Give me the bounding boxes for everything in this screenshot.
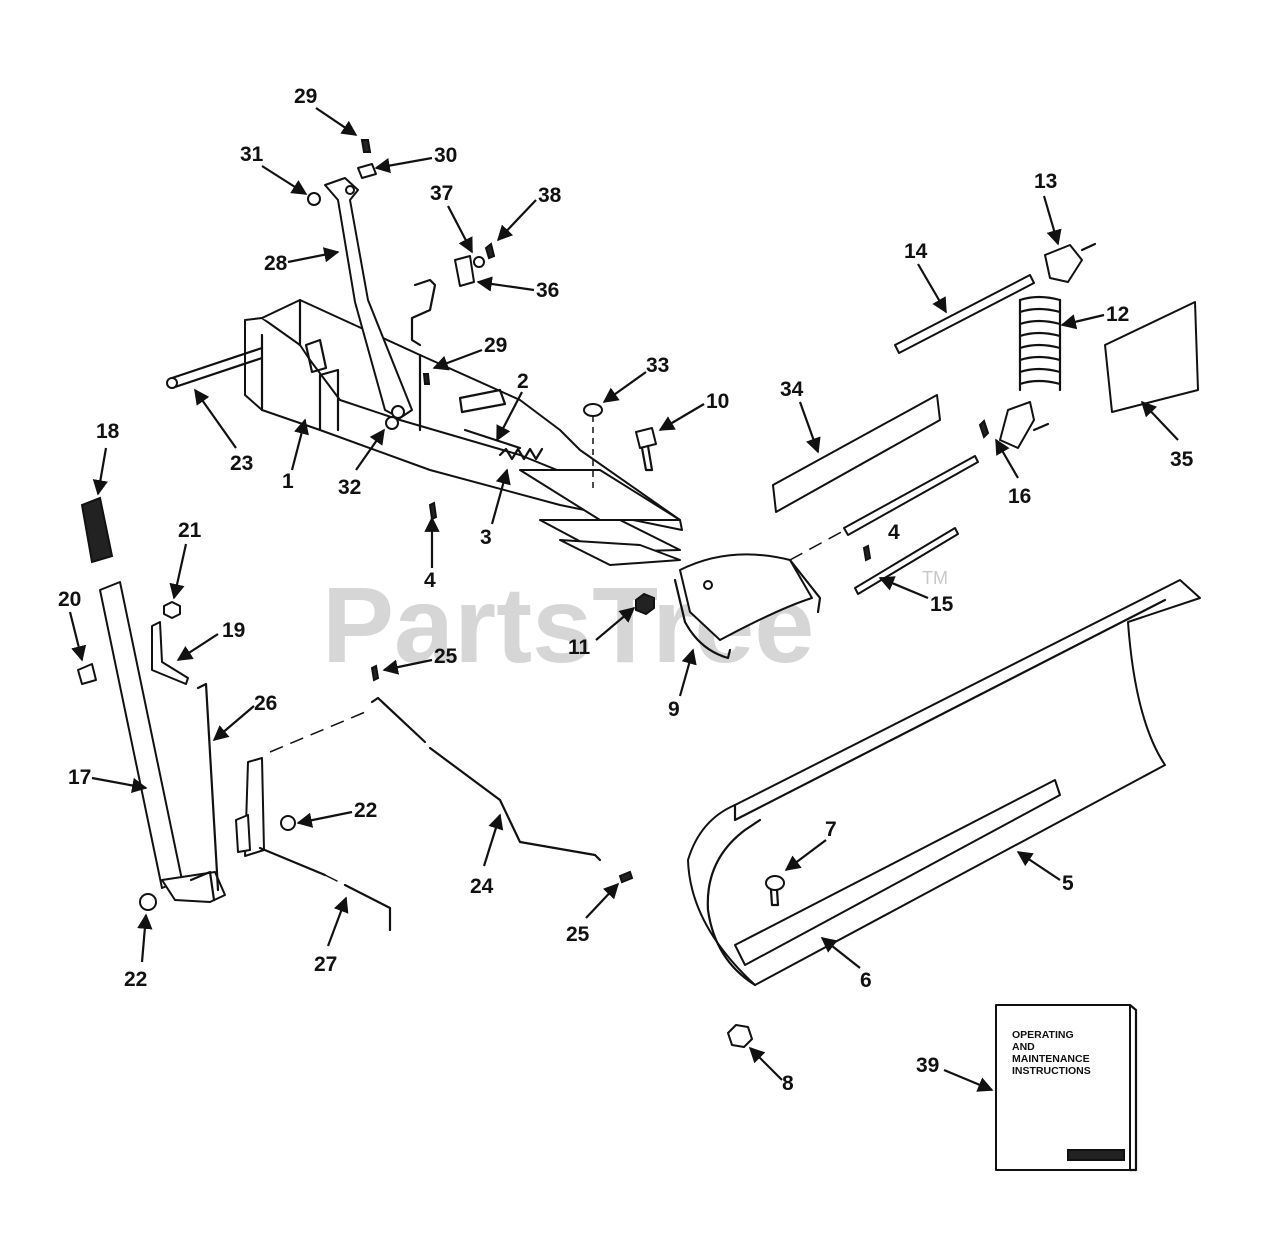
bracket-assembly: [189, 757, 265, 902]
cotter-pin-25a: [370, 664, 380, 682]
spring-12: [1018, 295, 1062, 392]
washer-22a: [280, 815, 296, 831]
callout-39: 39: [916, 1054, 939, 1077]
manual-line-1: OPERATING: [1012, 1029, 1074, 1041]
callout-13: 13: [1034, 170, 1057, 193]
callout-10: 10: [706, 390, 729, 413]
callout-38: 38: [538, 184, 562, 207]
callout-24: 24: [470, 875, 494, 898]
decal-35: [1104, 301, 1199, 413]
rod-26: [196, 682, 220, 892]
callout-31: 31: [240, 143, 264, 166]
callout-14: 14: [904, 240, 928, 263]
nut-21: [163, 601, 181, 619]
nut-8: [727, 1024, 753, 1048]
cotter-pin-25b: [618, 870, 634, 884]
bolt-10: [635, 427, 657, 472]
bolt-20: [77, 663, 97, 685]
nut-11: [635, 592, 655, 616]
callout-18: 18: [96, 420, 120, 443]
cotter-pin-4: [428, 501, 438, 521]
callout-33: 33: [646, 354, 669, 377]
callouts: 1 2 3 4 4 5 6 7 8 9 10 11 12: [58, 85, 1194, 1095]
latch-19: [151, 621, 189, 685]
cotter-pin-29b: [422, 373, 431, 385]
callout-16: 16: [1008, 485, 1031, 508]
callout-11: 11: [568, 636, 591, 659]
callout-4a: 4: [424, 569, 436, 592]
watermark: PartsTree TM: [322, 564, 948, 685]
rod-27: [258, 846, 392, 932]
callout-23: 23: [230, 452, 253, 475]
washer-32: [385, 416, 399, 430]
callout-1: 1: [282, 470, 294, 493]
manual-line-4: INSTRUCTIONS: [1012, 1065, 1091, 1077]
callout-3: 3: [480, 526, 492, 549]
callout-26: 26: [254, 692, 277, 715]
callout-32: 32: [338, 476, 361, 499]
callout-35: 35: [1170, 448, 1194, 471]
rod-24: [269, 696, 602, 862]
carriage-bolt-7: [765, 875, 785, 907]
callout-27: 27: [314, 953, 337, 976]
callout-30: 30: [434, 144, 457, 167]
callout-22b: 22: [124, 968, 147, 991]
watermark-tm: TM: [922, 568, 948, 588]
control-lever-17: [99, 581, 226, 903]
lift-lever: [324, 177, 413, 419]
clevis-pin-30: [357, 163, 377, 179]
callout-4b: 4: [888, 521, 900, 544]
callout-8: 8: [782, 1072, 794, 1095]
swivel-13: [1044, 244, 1083, 283]
washer-22b: [139, 893, 157, 911]
callout-15: 15: [930, 593, 954, 616]
callout-21: 21: [178, 519, 202, 542]
callout-22a: 22: [354, 799, 377, 822]
callout-37: 37: [430, 182, 453, 205]
callout-36: 36: [536, 279, 559, 302]
callout-2: 2: [517, 370, 529, 393]
decal-34: [772, 394, 941, 513]
callout-34: 34: [780, 378, 804, 401]
cutting-edge-6: [734, 779, 1061, 966]
callout-12: 12: [1106, 303, 1129, 326]
rod-14: [894, 274, 1035, 354]
a-frame: [166, 278, 683, 566]
grip-18: [80, 496, 114, 564]
swivel-16: [999, 401, 1035, 449]
callout-6: 6: [860, 969, 872, 992]
callout-19: 19: [222, 619, 245, 642]
cap-33: [583, 403, 603, 417]
callout-28: 28: [264, 252, 288, 275]
callout-5: 5: [1062, 872, 1074, 895]
callout-29a: 29: [294, 85, 317, 108]
operating-manual: OPERATING AND MAINTENANCE INSTRUCTIONS: [995, 1003, 1138, 1172]
callout-25b: 25: [566, 923, 590, 946]
callout-9: 9: [668, 698, 680, 721]
cotter-pin-29: [360, 139, 372, 153]
blade-5: [687, 579, 1201, 987]
callout-17: 17: [68, 766, 91, 789]
spring-3: [463, 428, 544, 461]
callout-25a: 25: [434, 645, 458, 668]
push-frame-9: [673, 553, 822, 660]
manual-line-3: MAINTENANCE: [1012, 1053, 1090, 1065]
washer-31: [307, 192, 321, 206]
manual-line-2: AND: [1012, 1041, 1035, 1053]
callout-7: 7: [825, 818, 837, 841]
callout-29b: 29: [484, 334, 507, 357]
callout-20: 20: [58, 588, 81, 611]
bracket-36: [454, 242, 496, 287]
cotter-pin-16: [978, 419, 990, 439]
